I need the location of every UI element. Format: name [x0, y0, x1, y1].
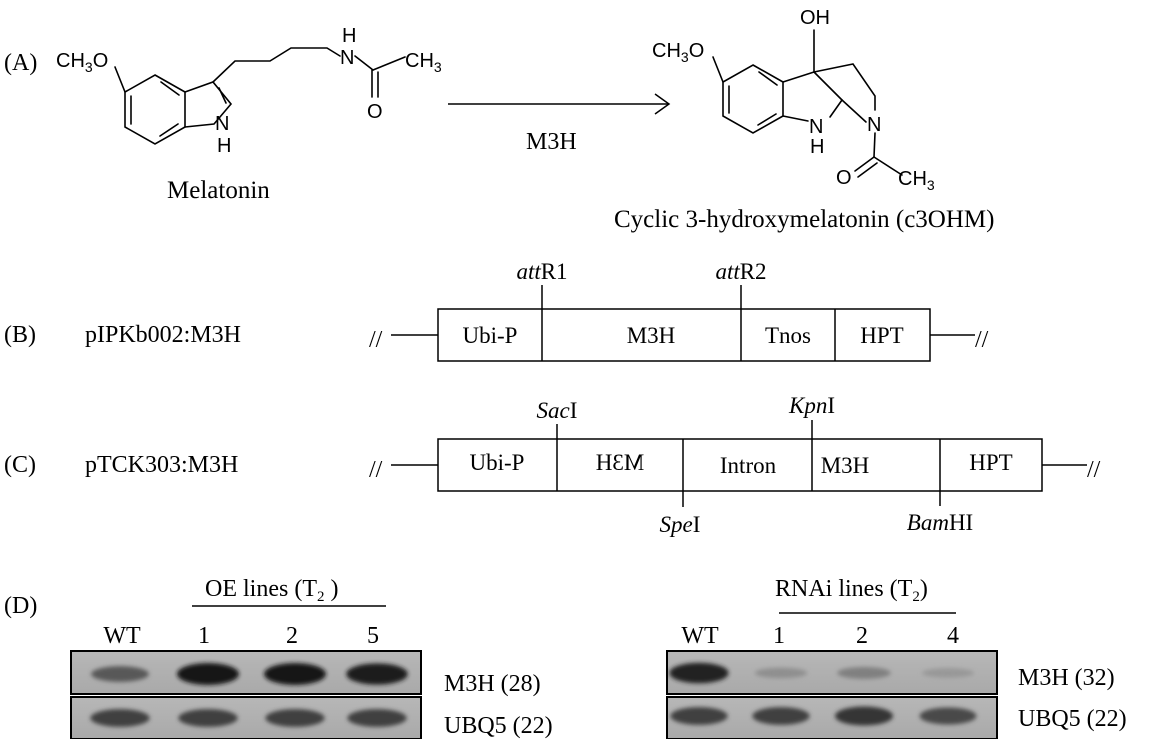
oe-lane-wt: WT — [103, 623, 141, 649]
site-attr1: attR1 — [516, 259, 567, 284]
rnai-bands — [669, 662, 977, 726]
svg-text:CH3: CH3 — [405, 50, 442, 75]
c3ohm-atom-labels: CH3O OH N H N O CH3 — [652, 7, 935, 193]
rnai-lane-4: 4 — [947, 623, 959, 649]
melatonin-structure — [114, 47, 406, 145]
rnai-band-row0-lane1 — [754, 667, 808, 679]
construct-b-segment-tnos: Tnos — [765, 323, 811, 348]
oe-band-row0-lane0 — [91, 666, 149, 682]
oe-band-row1-lane1 — [178, 709, 238, 727]
oe-band-row0-lane1 — [177, 663, 239, 685]
svg-text:N: N — [867, 114, 881, 136]
construct-b-label: pIPKb002:M3H — [85, 322, 241, 348]
rnai-band-row1-lane0 — [670, 707, 728, 725]
construct-c-map: // // Ubi-P M3H Intron M3H HPT SacI KpnI… — [369, 393, 1101, 537]
site-kpni: KpnI — [788, 393, 835, 418]
construct-b-break-left: // — [369, 327, 383, 353]
oe-lane-1: 1 — [198, 623, 210, 649]
site-attr2: attR2 — [715, 259, 766, 284]
svg-text:H: H — [810, 136, 824, 158]
svg-text:CH3: CH3 — [898, 168, 935, 193]
rnai-band-row1-lane1 — [752, 707, 810, 725]
oe-group-label: OE lines (T2 ) — [205, 576, 338, 605]
oe-band-row0-lane2 — [264, 663, 326, 685]
c3ohm-label: Cyclic 3-hydroxymelatonin (c3OHM) — [614, 206, 994, 233]
oe-bands — [90, 663, 408, 727]
reaction-arrow — [448, 93, 671, 115]
svg-text:OH: OH — [800, 7, 830, 29]
rnai-row-label-m3h: M3H (32) — [1018, 665, 1115, 691]
panel-label-a: (A) — [4, 50, 37, 76]
construct-c-segment-m3h: M3H — [821, 453, 870, 478]
melatonin-atom-labels: CH3O N H N H CH3 O — [56, 25, 442, 157]
svg-text:O: O — [367, 101, 383, 123]
enzyme-label: M3H — [526, 129, 577, 155]
construct-c-label: pTCK303:M3H — [85, 452, 238, 478]
panel-label-d: (D) — [4, 593, 37, 619]
svg-text:CH3O: CH3O — [652, 40, 704, 65]
construct-c-break-left: // — [369, 457, 383, 483]
oe-row-label-m3h: M3H (28) — [444, 671, 541, 697]
rnai-band-row0-lane3 — [921, 668, 975, 678]
panel-label-b: (B) — [4, 322, 36, 348]
site-saci: SacI — [537, 398, 578, 423]
svg-text:H: H — [217, 135, 231, 157]
oe-band-row1-lane2 — [265, 709, 325, 727]
rnai-band-row1-lane2 — [834, 706, 894, 726]
site-bamhi: BamHI — [907, 510, 973, 535]
rnai-band-row1-lane3 — [919, 707, 977, 725]
construct-c-segment-intron: Intron — [720, 453, 777, 478]
construct-c-segment-m3h-antisense: M3H — [596, 450, 645, 475]
construct-b-segment-hpt: HPT — [860, 323, 903, 348]
c3ohm-structure — [712, 29, 903, 178]
rnai-lane-wt: WT — [681, 623, 719, 649]
rnai-lane-1: 1 — [773, 623, 785, 649]
rnai-group-label: RNAi lines (T2) — [775, 576, 928, 605]
svg-text:H: H — [342, 25, 356, 47]
oe-group: OE lines (T2 ) WT 1 2 5 M3H (28) UBQ5 (2… — [70, 576, 553, 739]
oe-band-row1-lane0 — [90, 709, 150, 727]
oe-band-row0-lane3 — [346, 663, 408, 685]
svg-text:N: N — [809, 116, 823, 138]
site-spei: SpeI — [660, 512, 701, 537]
oe-band-row1-lane3 — [347, 709, 407, 727]
oe-lane-2: 2 — [286, 623, 298, 649]
panel-label-c: (C) — [4, 452, 36, 478]
svg-text:N: N — [340, 47, 354, 69]
construct-b-segment-ubi-p: Ubi-P — [463, 323, 518, 348]
construct-c-segment-ubi-p: Ubi-P — [470, 450, 525, 475]
construct-c-break-right: // — [1087, 457, 1101, 483]
construct-c-segment-hpt: HPT — [969, 450, 1012, 475]
rnai-band-row0-lane0 — [669, 662, 729, 684]
construct-b-segment-m3h: M3H — [627, 323, 676, 348]
rnai-band-row0-lane2 — [837, 667, 891, 679]
svg-text:N: N — [215, 113, 229, 135]
svg-text:CH3O: CH3O — [56, 50, 108, 75]
svg-text:O: O — [836, 167, 852, 189]
oe-lane-5: 5 — [367, 623, 379, 649]
oe-row-label-ubq5: UBQ5 (22) — [444, 713, 553, 739]
construct-b-box — [437, 308, 931, 362]
construct-b-map: // // Ubi-P M3H Tnos HPT attR1 attR2 — [369, 259, 989, 362]
construct-c-box — [437, 438, 1043, 492]
melatonin-label: Melatonin — [167, 177, 270, 204]
rnai-lane-2: 2 — [856, 623, 868, 649]
construct-b-break-right: // — [975, 327, 989, 353]
rnai-row-label-ubq5: UBQ5 (22) — [1018, 706, 1127, 732]
rnai-group: RNAi lines (T2) WT 1 2 4 M3H (32) UBQ5 (… — [666, 576, 1127, 739]
